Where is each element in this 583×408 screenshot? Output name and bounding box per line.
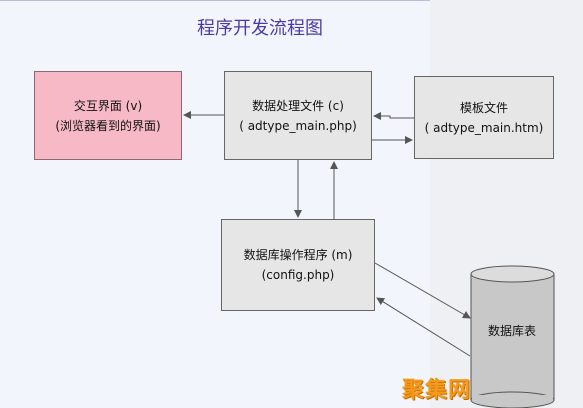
database-operation-box: 数据库操作程序 (m) (config.php) — [221, 219, 375, 311]
logic-box-line2: ( adtype_main.php) — [239, 118, 357, 133]
database-cylinder — [470, 265, 555, 408]
template-box-line2: ( adtype_main.htm) — [424, 120, 544, 135]
ui-box-line1: 交互界面 (v) — [73, 98, 143, 113]
dbop-box-line1: 数据库操作程序 (m) — [243, 248, 353, 262]
template-file-box: 模板文件 ( adtype_main.htm) — [414, 76, 554, 159]
ui-box-line2: (浏览器看到的界面) — [55, 118, 161, 133]
watermark-logo: 聚集网 — [402, 378, 472, 403]
data-processing-box: 数据处理文件 (c) ( adtype_main.php) — [224, 71, 372, 160]
logic-box-line1: 数据处理文件 (c) — [252, 98, 344, 113]
arrow-database-to-dbop — [376, 297, 471, 357]
template-box-line1: 模板文件 — [459, 100, 508, 115]
diagram-title: 程序开发流程图 — [197, 18, 323, 39]
top-border-line — [0, 0, 430, 1]
arrow-template-to-logic — [373, 112, 414, 120]
dbop-box-line2: (config.php) — [261, 268, 335, 282]
arrow-dbop-to-database — [374, 262, 471, 319]
database-table-label: 数据库表 — [487, 324, 536, 338]
interaction-ui-box: 交互界面 (v) (浏览器看到的界面) — [34, 71, 182, 160]
